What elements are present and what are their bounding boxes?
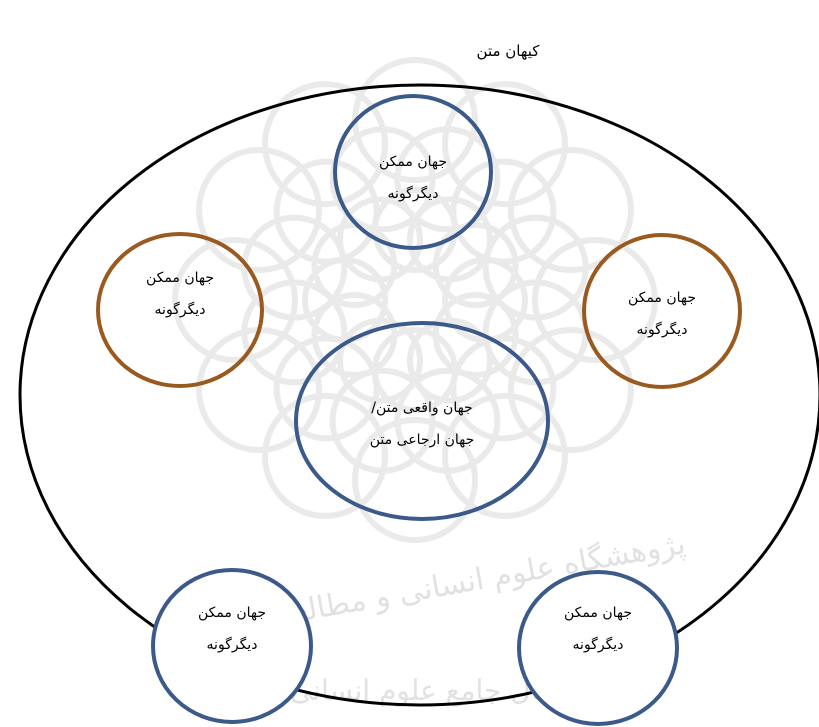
circle-outline-top <box>333 94 493 250</box>
outer-universe-ellipse <box>18 83 819 707</box>
world-circle-top: جهان ممکن دیگرگونه <box>333 94 493 250</box>
world-circle-bottom-right: جهان ممکن دیگرگونه <box>517 570 679 726</box>
circle-label-bottom-left-line2: دیگرگونه <box>207 636 258 653</box>
circle-label-right-line1: جهان ممکن <box>628 290 696 306</box>
world-circle-right: جهان ممکن دیگرگونه <box>582 233 742 389</box>
outer-title: کیهان متن <box>477 42 541 60</box>
circle-label-top-line2: دیگرگونه <box>388 185 439 202</box>
world-circle-center: جهان واقعی متن/جهان ارجاعی متن <box>294 321 550 521</box>
circle-outline-bottom-left <box>151 568 313 724</box>
circle-outline-center <box>294 321 550 521</box>
circle-outline-bottom-right <box>517 570 679 726</box>
circle-label-right-line2: دیگرگونه <box>637 321 688 338</box>
circle-outline-left <box>96 232 264 388</box>
circle-label-center-line1: جهان واقعی متن/ <box>371 400 472 416</box>
rosette-logo-icon <box>172 57 658 543</box>
circle-outline-right <box>582 233 742 389</box>
circle-label-left-line1: جهان ممکن <box>146 270 214 286</box>
circle-label-center-line2: جهان ارجاعی متن <box>370 432 475 448</box>
watermark-text-line2: پرتال جامع علوم انسانی <box>290 674 570 707</box>
world-circle-left: جهان ممکن دیگرگونه <box>96 232 264 388</box>
circle-label-bottom-right-line1: جهان ممکن <box>564 605 632 621</box>
circle-label-top-line1: جهان ممکن <box>379 154 447 170</box>
circle-label-bottom-right-line2: دیگرگونه <box>573 636 624 653</box>
world-circle-bottom-left: جهان ممکن دیگرگونه <box>151 568 313 724</box>
circle-label-bottom-left-line1: جهان ممکن <box>198 605 266 621</box>
circle-label-left-line2: دیگرگونه <box>155 301 206 318</box>
